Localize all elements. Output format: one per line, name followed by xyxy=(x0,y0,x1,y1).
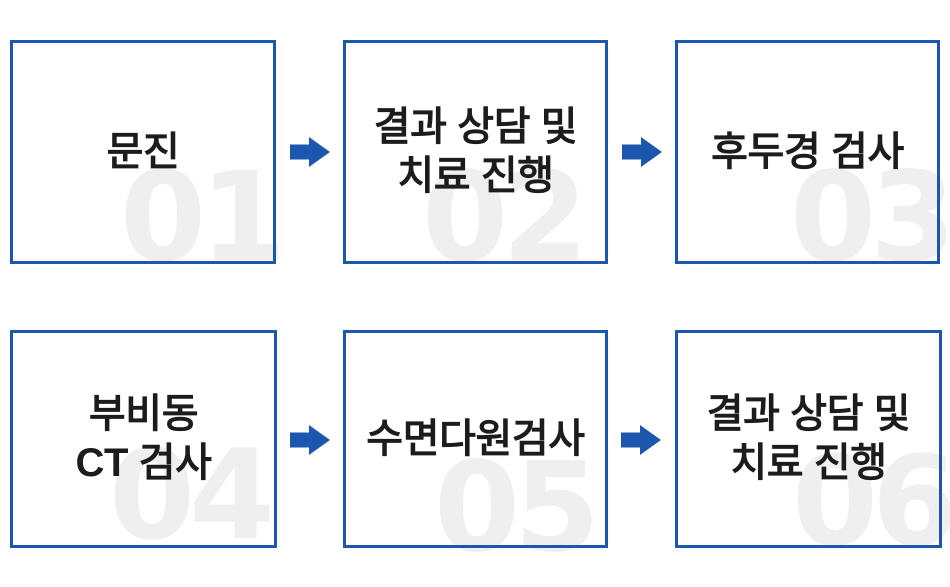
step-number: 06 xyxy=(791,430,950,574)
step-card-02: 02 결과 상담 및 치료 진행 xyxy=(343,40,608,280)
right-block-arrow-icon xyxy=(622,137,662,167)
step-label: 결과 상담 및 치료 진행 xyxy=(706,392,911,485)
step-number: 03 xyxy=(789,146,950,290)
step-number: 05 xyxy=(433,436,600,580)
step-card-06: 06 결과 상담 및 치료 진행 xyxy=(675,330,950,564)
step-label: 수면다원검사 xyxy=(366,416,585,461)
step-number: 01 xyxy=(119,146,286,290)
right-block-arrow-icon xyxy=(290,137,330,167)
step-number: 04 xyxy=(108,424,275,568)
step-card-05: 05 수면다원검사 xyxy=(343,330,608,570)
step-number: 02 xyxy=(421,146,588,290)
step-label: 결과 상담 및 치료 진행 xyxy=(373,105,578,198)
right-block-arrow-icon xyxy=(621,425,661,455)
step-card-04: 04 부비동 CT 검사 xyxy=(10,330,277,558)
step-card-01: 01 문진 xyxy=(10,40,286,280)
step-label: 문진 xyxy=(106,129,180,174)
step-label: 후두경 검사 xyxy=(711,129,904,174)
step-label: 부비동 CT 검사 xyxy=(75,392,212,485)
right-block-arrow-icon xyxy=(290,425,330,455)
step-card-03: 03 후두경 검사 xyxy=(675,40,950,280)
